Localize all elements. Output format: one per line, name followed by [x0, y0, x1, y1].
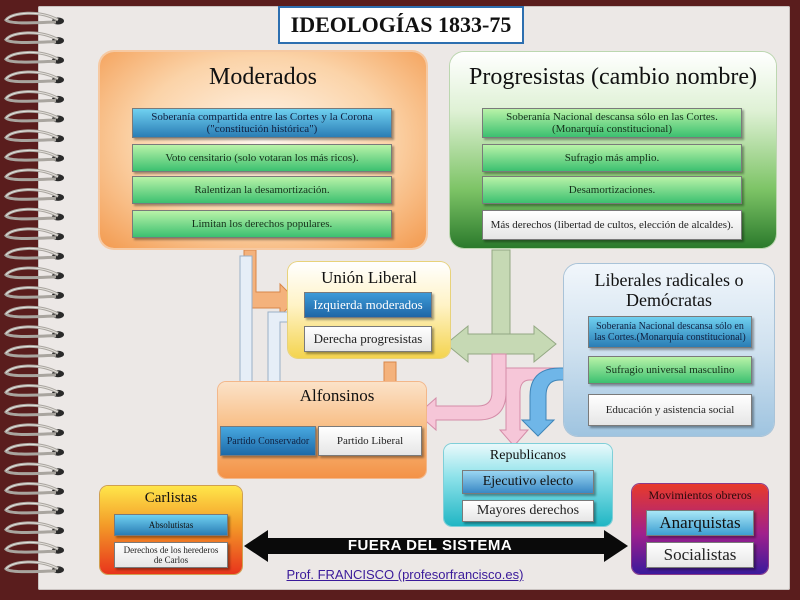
- spiral-ring: [4, 286, 64, 299]
- spiral-ring: [4, 403, 64, 417]
- spiral-ring: [4, 442, 64, 456]
- union-item-izquierda: Izquierda moderados: [304, 292, 432, 318]
- democratas-item-soberania: Soberanía Nacional descansa sólo en las …: [588, 316, 752, 348]
- republicanos-box: Republicanos Ejecutivo electo Mayores de…: [444, 444, 612, 526]
- title-box: IDEOLOGÍAS 1833-75: [278, 6, 524, 44]
- republicanos-item-ejecutivo: Ejecutivo electo: [462, 470, 594, 494]
- alfonsinos-box: Alfonsinos Partido Conservador Partido L…: [218, 382, 426, 478]
- spiral-ring: [4, 344, 64, 358]
- spiral-ring: [4, 540, 64, 554]
- movimientos-heading: Movimientos obreros: [648, 488, 752, 502]
- republicanos-item-derechos: Mayores derechos: [462, 500, 594, 522]
- spiral-ring: [4, 11, 64, 25]
- spiral-ring: [4, 364, 64, 378]
- spiral-ring: [4, 168, 64, 182]
- carlistas-box: Carlistas Absolutistas Derechos de los h…: [100, 486, 242, 574]
- democratas-item-sufragio: Sufragio universal masculino: [588, 356, 752, 384]
- spiral-ring: [4, 109, 64, 123]
- carlistas-heading: Carlistas: [144, 490, 198, 506]
- movimientos-item-anarquistas: Anarquistas: [646, 510, 754, 536]
- spiral-ring: [4, 31, 64, 45]
- progresistas-heading: Progresistas (cambio nombre): [469, 64, 757, 90]
- spiral-ring: [4, 188, 64, 201]
- spiral-ring: [4, 227, 64, 241]
- spiral-ring: [4, 266, 64, 280]
- movimientos-item-socialistas: Socialistas: [646, 542, 754, 568]
- page-title: IDEOLOGÍAS 1833-75: [290, 12, 512, 37]
- moderados-heading: Moderados: [209, 64, 317, 90]
- fuera-del-sistema-label: FUERA DEL SISTEMA: [347, 537, 513, 554]
- moderados-box: Moderados Soberanía compartida entre las…: [100, 52, 426, 248]
- progresistas-item-soberania: Soberanía Nacional descansa sólo en las …: [482, 108, 742, 138]
- arrow-progresistas-down: [491, 249, 511, 335]
- alfonsinos-heading: Alfonsinos: [299, 386, 375, 405]
- spiral-ring: [4, 246, 64, 260]
- spiral-ring: [4, 462, 64, 476]
- moderados-item-derechos: Limitan los derechos populares.: [132, 210, 392, 238]
- spiral-ring: [4, 148, 64, 162]
- alfonsinos-item-conservador: Partido Conservador: [220, 426, 316, 456]
- spiral-ring: [4, 70, 64, 84]
- spiral-ring: [4, 423, 64, 437]
- spiral-ring: [4, 50, 64, 64]
- spiral-rings: [4, 11, 64, 574]
- progresistas-item-desamortizaciones: Desamortizaciones.: [482, 176, 742, 204]
- spiral-ring: [4, 501, 64, 515]
- spiral-ring: [4, 90, 64, 103]
- footer-credit: Prof. FRANCISCO (profesorfrancisco.es): [286, 567, 524, 582]
- union-item-derecha: Derecha progresistas: [304, 326, 432, 352]
- spiral-ring: [4, 560, 64, 574]
- republicanos-heading: Republicanos: [489, 448, 567, 463]
- progresistas-item-sufragio: Sufragio más amplio.: [482, 144, 742, 172]
- progresistas-item-derechos: Más derechos (libertad de cultos, elecci…: [482, 210, 742, 240]
- alfonsinos-item-liberal: Partido Liberal: [318, 426, 422, 456]
- arrow-progresistas-alfonsinos: [417, 353, 507, 432]
- spiral-ring: [4, 305, 64, 319]
- moderados-item-desamortizacion: Ralentizan la desamortización.: [132, 176, 392, 204]
- carlistas-item-derechos: Derechos de los herederos de Carlos: [114, 542, 228, 568]
- arrow-democratas-blue: [520, 367, 585, 437]
- moderados-item-voto: Voto censitario (solo votaran los más ri…: [132, 144, 392, 172]
- democratas-box: Liberales radicales o Demócratas Soberan…: [564, 264, 774, 436]
- spiral-ring: [4, 482, 64, 495]
- carlistas-item-absolutistas: Absolutistas: [114, 514, 228, 536]
- spiral-ring: [4, 207, 64, 221]
- spiral-ring: [4, 129, 64, 143]
- union-liberal-heading: Unión Liberal: [321, 268, 417, 287]
- movimientos-box: Movimientos obreros Anarquistas Socialis…: [632, 484, 768, 574]
- arrow-fuera-del-sistema: [244, 530, 628, 562]
- democratas-item-educacion: Educación y asistencia social: [588, 394, 752, 426]
- spiral-ring: [4, 521, 64, 535]
- democratas-heading: Liberales radicales o Demócratas: [594, 270, 744, 310]
- spiral-ring: [4, 325, 64, 339]
- moderados-item-soberania: Soberanía compartida entre las Cortes y …: [132, 108, 392, 138]
- progresistas-box: Progresistas (cambio nombre) Soberanía N…: [450, 52, 776, 248]
- union-liberal-box: Unión Liberal Izquierda moderados Derech…: [288, 262, 450, 358]
- arrow-union-democratas: [445, 324, 557, 364]
- spiral-ring: [4, 384, 64, 397]
- arrow-democratas-republicanos: [498, 367, 561, 447]
